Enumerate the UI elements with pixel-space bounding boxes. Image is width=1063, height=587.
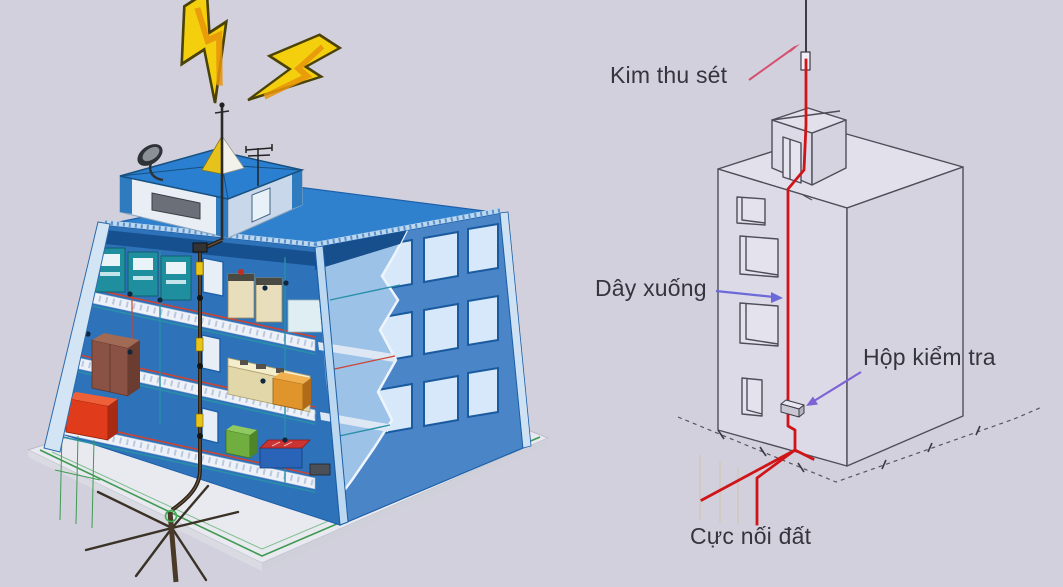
warning-tags (195, 261, 204, 428)
interior-doors (201, 257, 224, 444)
building-right-face (314, 211, 532, 526)
windows (377, 222, 499, 436)
red-cabinet (65, 392, 118, 441)
tv-antenna-icon (245, 144, 273, 186)
down-conductor-left (170, 238, 223, 512)
ground-rod-assembly (84, 484, 240, 583)
wire-junctions (85, 280, 289, 443)
router-box (309, 463, 331, 476)
label-down-conductor: Dây xuống (595, 275, 707, 301)
lightning-bolt-right-icon (247, 33, 343, 102)
lightning-rod-mast (201, 102, 245, 240)
arrow-down-conductor (715, 289, 783, 303)
arrow-inspection-box (806, 371, 862, 406)
schematic-building (717, 107, 964, 467)
right-schematic (677, 0, 1043, 526)
penthouse-window-band (151, 192, 201, 220)
label-inspection-box: Hộp kiểm tra (863, 344, 996, 370)
server-crate (259, 439, 311, 469)
conductor-joint (192, 242, 208, 253)
control-panels (94, 247, 192, 301)
satellite-dish-icon (137, 144, 164, 182)
penthouse-door (251, 187, 271, 223)
orange-cabinet (272, 372, 311, 411)
green-cabinet (225, 425, 257, 459)
cabinets (227, 269, 323, 333)
label-lightning-rod: Kim thu sét (610, 62, 728, 88)
label-ground-electrode: Cực nối đất (690, 523, 812, 549)
arrow-lightning-rod (748, 44, 800, 81)
schematic-penthouse (771, 107, 847, 186)
buried-hatches (699, 455, 739, 524)
perimeter-ticks (717, 425, 981, 473)
inspection-box (780, 399, 805, 418)
down-conductor-red (700, 58, 815, 526)
left-building-illustration (26, 0, 550, 583)
ground-perimeter (677, 406, 1043, 483)
schematic-windows (736, 196, 779, 417)
brown-cabinet (91, 333, 140, 397)
lightning-bolt-left-icon (180, 0, 229, 104)
